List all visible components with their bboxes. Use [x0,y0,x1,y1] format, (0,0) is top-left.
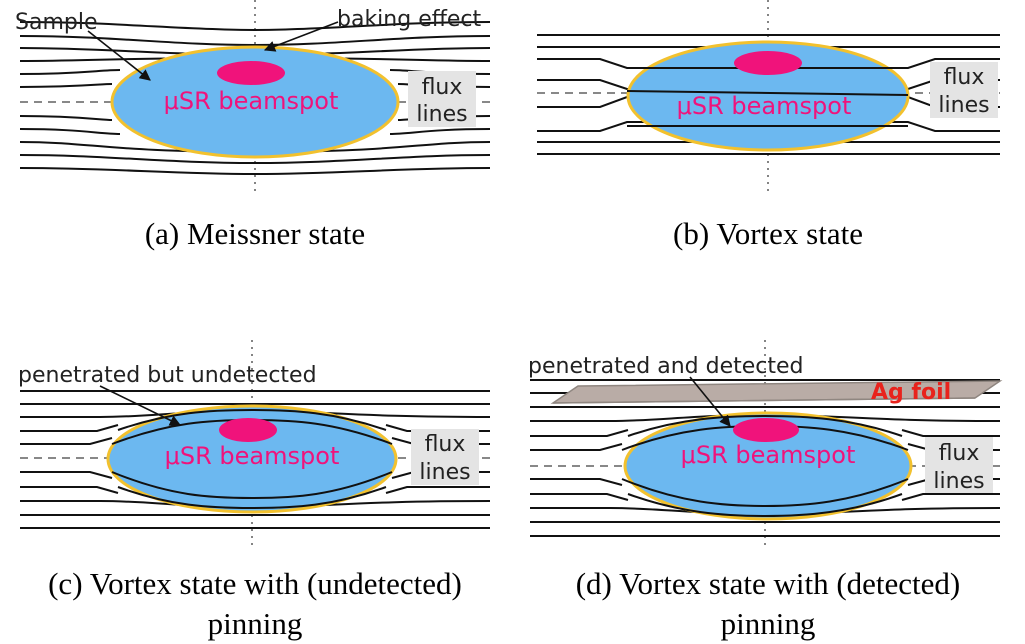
panel-d-note-label: penetrated and detected [528,354,804,379]
panel-a-beamspot-label: μSR beamspot [164,87,339,115]
panel-d-flux-line [530,443,623,451]
panel-a-sample-label: Sample [15,10,98,35]
panel-b-beamspot-label: μSR beamspot [677,92,852,120]
panel-a-flux-label-1: flux [422,75,463,100]
panel-a-beamspot [217,61,285,85]
panel-d-caption-line-1: (d) Vortex state with (detected) [576,566,961,601]
panel-b-vortex-line [626,90,909,96]
panel-d-flux-line [530,478,623,486]
panel-d-pinned-flux-line [627,414,903,437]
panel-c-flux-line [20,437,113,445]
panel-a-flux-line [19,69,121,75]
panel-d-flux-line [530,429,629,437]
panel-b-flux-label-2: lines [938,93,989,118]
panel-c-pinned-flux-line [111,471,393,500]
panel-a-caption: (a) Meissner state [145,216,365,251]
panel-a-flux-label-2: lines [416,102,467,127]
panel-c-flux-line [20,486,119,494]
panel-a-flux-line [19,83,113,88]
panel-a-flux-line [19,115,113,121]
panel-b-vortex: μSR beamspot flux lines (b) Vortex state [537,0,1000,251]
panel-d-pinned-flux-line [627,493,903,518]
panel-d-sample [623,411,913,521]
panel-a-sample [110,45,400,159]
panel-c-beamspot-label: μSR beamspot [165,442,340,470]
panel-d-flux-label-2: lines [933,469,984,494]
panel-c-flux-line [20,471,113,479]
panel-d-ag-foil-label: Ag foil [871,380,951,405]
panel-b-beamspot [734,51,802,75]
panel-d-flux-line [530,493,629,501]
panel-d-detected-pinning: Ag foil μSR beamspot flux lines penetrat… [528,340,1003,641]
panel-a-sample-arrow [87,30,151,81]
panel-d-flux-line [901,493,1000,501]
panel-d-beamspot [733,418,799,442]
panel-d-flux-line [901,429,1000,437]
panel-a-meissner: μSR beamspot flux lines Sample baking ef… [15,0,491,251]
panel-c-flux-label-box [411,429,479,485]
panel-a-flux-line [19,154,491,165]
panel-c-pinned-flux-line [117,486,387,510]
panel-b-flux-label-1: flux [944,65,985,90]
panel-c-caption-line-2: pinning [208,606,303,641]
panel-c-flux-line [385,486,490,494]
panel-d-caption-line-2: pinning [721,606,816,641]
panel-c-note-label: penetrated but undetected [18,363,317,388]
panel-a-flux-line [389,128,491,135]
panel-a-flux-line [19,21,491,32]
panel-d-flux-label-box [925,437,993,493]
panel-c-sample [106,404,398,514]
panel-d-pinned-flux-line [621,478,909,508]
panel-b-caption: (b) Vortex state [673,216,863,251]
panel-c-flux-label-2: lines [419,460,470,485]
panel-a-baking-arrow [263,21,339,52]
panel-d-note-arrow [689,376,731,427]
panel-c-flux-line [20,424,119,432]
panel-c-pinned-flux-line [117,408,387,431]
panel-c-note-arrow [99,385,182,426]
panel-d-beamspot-label: μSR beamspot [681,441,856,469]
panel-c-flux-label-1: flux [425,432,466,457]
panel-a-baking-label: baking effect [337,7,482,32]
panel-c-undetected-pinning: μSR beamspot flux lines penetrated but u… [18,340,491,641]
panel-b-flux-label-box [930,62,998,118]
panel-a-flux-line [19,35,491,47]
panel-c-caption-line-1: (c) Vortex state with (undetected) [48,566,462,601]
panel-c-beamspot [219,418,277,442]
panel-d-ag-foil-edge [552,397,976,404]
panel-a-flux-line [19,167,491,176]
panel-a-flux-line [19,128,121,135]
panel-d-flux-label-1: flux [939,441,980,466]
panel-a-flux-label-box [408,71,476,127]
